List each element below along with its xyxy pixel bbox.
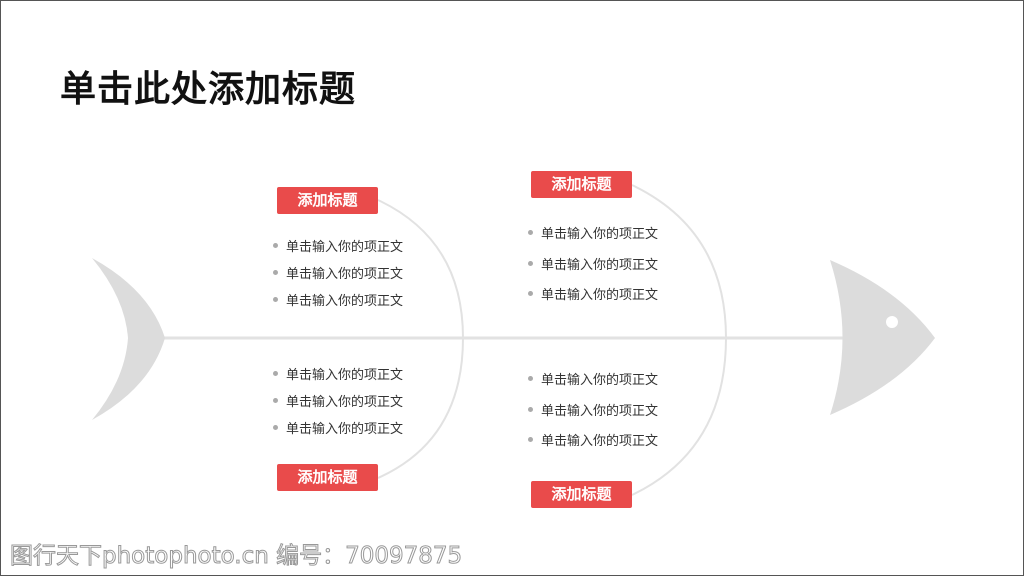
bone-arc-4 xyxy=(631,337,727,496)
list-item[interactable]: 单击输入你的项正文 xyxy=(528,281,658,312)
list-item[interactable]: 单击输入你的项正文 xyxy=(528,397,658,428)
watermark: 图行天下photophoto.cn 编号：70097875 xyxy=(9,543,463,570)
list-item[interactable]: 单击输入你的项正文 xyxy=(528,427,658,458)
branch-list-1: 单击输入你的项正文 单击输入你的项正文 单击输入你的项正文 xyxy=(273,234,403,315)
branch-label-4[interactable]: 添加标题 xyxy=(531,481,632,508)
list-item[interactable]: 单击输入你的项正文 xyxy=(273,261,403,288)
list-item[interactable]: 单击输入你的项正文 xyxy=(528,220,658,251)
list-item[interactable]: 单击输入你的项正文 xyxy=(273,288,403,315)
branch-label-2[interactable]: 添加标题 xyxy=(531,171,632,198)
list-item[interactable]: 单击输入你的项正文 xyxy=(273,416,403,443)
branch-list-2: 单击输入你的项正文 单击输入你的项正文 单击输入你的项正文 xyxy=(528,220,658,312)
list-item[interactable]: 单击输入你的项正文 xyxy=(528,366,658,397)
branch-list-3: 单击输入你的项正文 单击输入你的项正文 单击输入你的项正文 xyxy=(273,362,403,443)
list-item[interactable]: 单击输入你的项正文 xyxy=(273,234,403,261)
fish-tail xyxy=(92,258,165,420)
list-item[interactable]: 单击输入你的项正文 xyxy=(273,389,403,416)
bone-arc-3 xyxy=(631,184,727,339)
bone-arc-2 xyxy=(377,337,464,479)
slide-title[interactable]: 单击此处添加标题 xyxy=(60,69,357,110)
branch-label-3[interactable]: 添加标题 xyxy=(277,464,378,491)
list-item[interactable]: 单击输入你的项正文 xyxy=(273,362,403,389)
fish-head xyxy=(830,260,935,415)
fish-eye xyxy=(886,316,898,328)
bone-arc-1 xyxy=(377,199,464,339)
branch-list-4: 单击输入你的项正文 单击输入你的项正文 单击输入你的项正文 xyxy=(528,366,658,458)
list-item[interactable]: 单击输入你的项正文 xyxy=(528,251,658,282)
branch-label-1[interactable]: 添加标题 xyxy=(277,187,378,214)
